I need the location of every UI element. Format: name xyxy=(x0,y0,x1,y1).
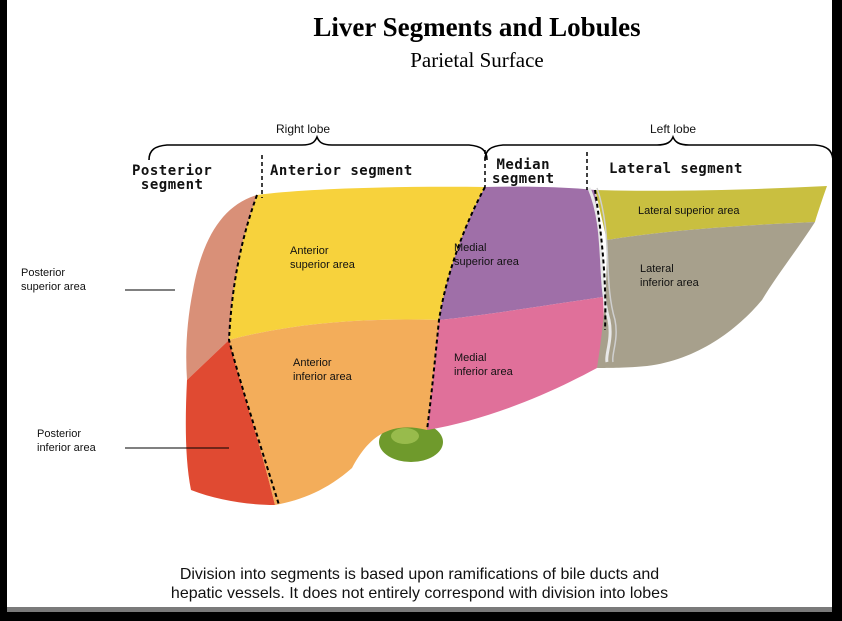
page-title: Liver Segments and Lobules xyxy=(197,12,757,43)
lateral-inferior-area xyxy=(597,222,815,368)
left-lobe-label: Left lobe xyxy=(650,122,696,136)
right-lobe-label: Right lobe xyxy=(276,122,330,136)
anterior-superior-label: Anterior superior area xyxy=(290,244,355,272)
lateral-inferior-label: Lateral inferior area xyxy=(640,262,699,290)
medial-superior-label: Medial superior area xyxy=(454,241,519,269)
lateral-segment-label: Lateral segment xyxy=(609,162,743,176)
medial-inferior-label: Medial inferior area xyxy=(454,351,513,379)
posterior-superior-label: Posterior superior area xyxy=(21,266,86,294)
caption-line-1: Division into segments is based upon ram… xyxy=(7,565,832,584)
caption: Division into segments is based upon ram… xyxy=(7,565,832,603)
median-segment-label: Median segment xyxy=(492,158,555,186)
lateral-superior-label: Lateral superior area xyxy=(638,204,740,218)
page-subtitle: Parietal Surface xyxy=(197,48,757,73)
anterior-segment-label: Anterior segment xyxy=(270,164,413,178)
posterior-segment-label: Posterior segment xyxy=(132,164,212,192)
right-lobe-brace xyxy=(149,137,487,160)
caption-line-2: hepatic vessels. It does not entirely co… xyxy=(7,584,832,603)
liver-illustration xyxy=(7,0,832,607)
anterior-inferior-label: Anterior inferior area xyxy=(293,356,352,384)
posterior-inferior-label: Posterior inferior area xyxy=(37,427,96,455)
bottom-bar xyxy=(7,607,832,612)
diagram-frame: Liver Segments and Lobules Parietal Surf… xyxy=(7,0,832,607)
